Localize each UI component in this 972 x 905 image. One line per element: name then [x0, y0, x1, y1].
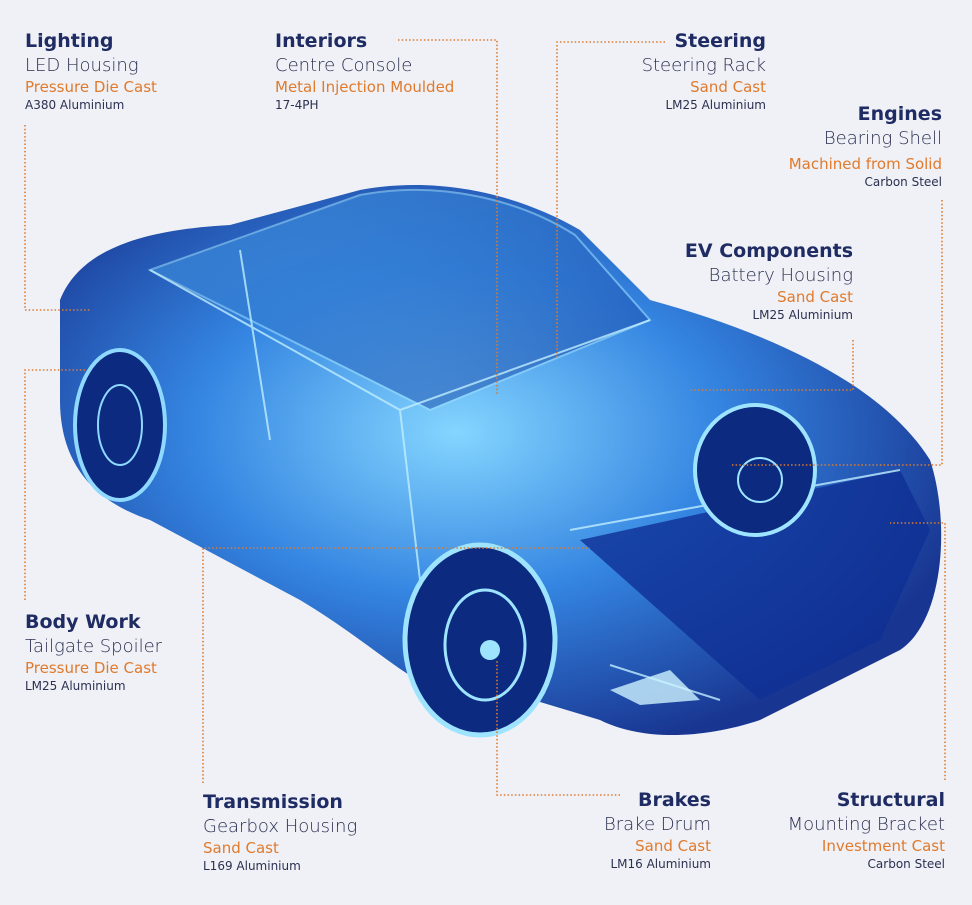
material: LM25 Aluminium [752, 308, 853, 322]
process: Sand Cast [777, 288, 853, 306]
material: LM25 Aluminium [25, 679, 126, 693]
material: A380 Aluminium [25, 98, 125, 112]
category: Lighting [25, 30, 114, 52]
part: LED Housing [25, 55, 139, 76]
process: Sand Cast [690, 78, 766, 96]
callout-structural: Structural Mounting Bracket Investment C… [787, 789, 945, 871]
part: Bearing Shell [823, 128, 942, 149]
part: Battery Housing [708, 265, 853, 286]
material: LM25 Aluminium [665, 98, 766, 112]
callout-engines: Engines Bearing Shell Machined from Soli… [788, 103, 942, 189]
process: Metal Injection Moulded [275, 78, 455, 96]
process: Sand Cast [635, 837, 711, 855]
material: LM16 Aluminium [610, 857, 711, 871]
category: Interiors [275, 30, 368, 52]
callout-body-work: Body Work Tailgate Spoiler Pressure Die … [25, 611, 163, 693]
category: Structural [836, 789, 945, 811]
category: Engines [857, 103, 942, 125]
part: Tailgate Spoiler [25, 636, 163, 657]
part: Centre Console [275, 55, 413, 76]
callout-interiors: Interiors Centre Console Metal Injection… [275, 30, 455, 112]
process: Pressure Die Cast [25, 78, 157, 96]
material: Carbon Steel [867, 857, 945, 871]
callout-brakes: Brakes Brake Drum Sand Cast LM16 Alumini… [604, 789, 711, 871]
front-right-wheel [693, 403, 817, 537]
headlight [610, 670, 700, 705]
part: Steering Rack [641, 55, 766, 76]
process: Sand Cast [203, 839, 279, 857]
material: Carbon Steel [864, 175, 942, 189]
material: 17-4PH [275, 98, 319, 112]
part: Brake Drum [604, 814, 711, 835]
front-left-wheel [402, 542, 558, 738]
callout-transmission: Transmission Gearbox Housing Sand Cast L… [203, 791, 358, 873]
car-body [60, 184, 942, 735]
callout-lighting: Lighting LED Housing Pressure Die Cast A… [25, 30, 157, 112]
callout-ev-components: EV Components Battery Housing Sand Cast … [684, 240, 853, 322]
part: Gearbox Housing [203, 816, 358, 837]
callout-steering: Steering Steering Rack Sand Cast LM25 Al… [641, 30, 766, 112]
part: Mounting Bracket [787, 814, 945, 835]
category: Steering [674, 30, 766, 52]
category: Transmission [203, 791, 343, 813]
category: Body Work [25, 611, 141, 633]
category: EV Components [684, 240, 853, 262]
material: L169 Aluminium [203, 859, 301, 873]
process: Investment Cast [821, 837, 945, 855]
category: Brakes [638, 789, 711, 811]
process: Pressure Die Cast [25, 659, 157, 677]
process: Machined from Solid [788, 155, 942, 173]
leader-lines [24, 39, 946, 796]
rear-wheel [73, 348, 167, 502]
